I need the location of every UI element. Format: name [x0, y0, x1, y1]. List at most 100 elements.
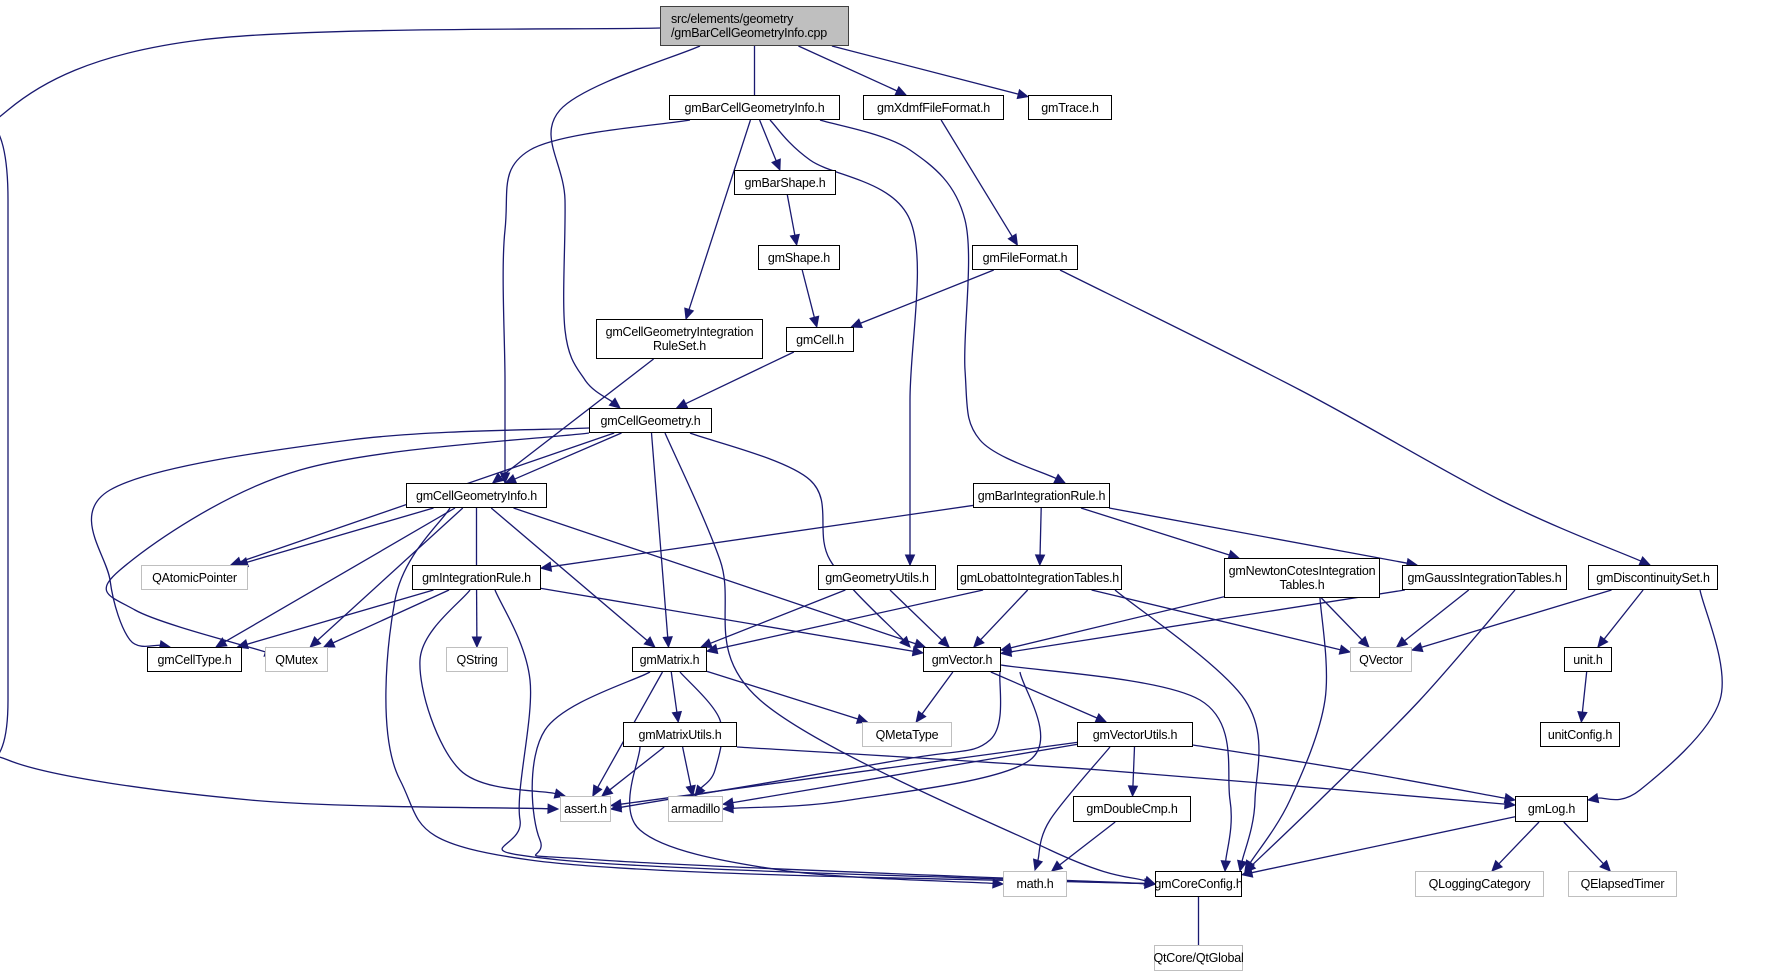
arrowhead-icon — [1491, 859, 1504, 872]
arrowhead-icon — [609, 798, 623, 810]
dependency-edge — [419, 589, 556, 795]
dependency-edge — [1192, 744, 1506, 799]
graph-node-assert-h: assert.h — [560, 796, 611, 822]
arrowhead-icon — [789, 233, 800, 247]
dependency-edge — [490, 507, 648, 642]
graph-node-qmetatype: QMetaType — [862, 722, 952, 747]
graph-node-math-h: math.h — [1003, 871, 1067, 897]
dependency-edge — [609, 746, 665, 791]
arrowhead-icon — [915, 710, 927, 723]
dependency-edge — [1010, 596, 1225, 649]
graph-node-qatomicpointer: QAtomicPointer — [141, 565, 248, 590]
dependency-edge — [716, 589, 984, 650]
arrowhead-icon — [1144, 878, 1157, 889]
dependency-edge — [1251, 589, 1516, 866]
dependency-edge — [685, 351, 795, 405]
dependency-edge — [681, 746, 692, 787]
dependency-edge — [1132, 746, 1136, 787]
graph-node-gmbarintegrationrule-h[interactable]: gmBarIntegrationRule.h — [973, 483, 1110, 508]
arrowhead-icon — [1395, 636, 1409, 648]
graph-node-gmcellgeometryintegrationruleset-h[interactable]: gmCellGeometryIntegration RuleSet.h — [596, 319, 763, 359]
dependency-edge — [1581, 671, 1588, 713]
graph-node-gmnewtoncotesintegrationtables-h[interactable]: gmNewtonCotesIntegration Tables.h — [1224, 558, 1380, 598]
arrowhead-icon — [671, 710, 683, 724]
arrowhead-icon — [992, 878, 1005, 889]
arrowhead-icon — [937, 635, 950, 648]
graph-node-gmvector-h[interactable]: gmVector.h — [923, 647, 1001, 672]
graph-node-qvector: QVector — [1350, 647, 1412, 672]
dependency-edge — [500, 358, 654, 478]
graph-node-gmbarshape-h[interactable]: gmBarShape.h — [734, 170, 836, 195]
arrowhead-icon — [662, 636, 673, 649]
dependency-edge — [801, 269, 815, 318]
dependency-edge — [1059, 821, 1116, 866]
arrowhead-icon — [592, 784, 603, 798]
graph-node-gmcoreconfig-h[interactable]: gmCoreConfig.h — [1154, 871, 1243, 897]
graph-node-gmmatrix-h[interactable]: gmMatrix.h — [632, 647, 707, 672]
arrowhead-icon — [1577, 710, 1588, 724]
arrowhead-icon — [894, 85, 908, 96]
dependency-edge — [1320, 597, 1363, 641]
graph-node-gmfileformat-h[interactable]: gmFileFormat.h — [972, 245, 1078, 270]
graph-node-gmshape-h[interactable]: gmShape.h — [758, 245, 840, 270]
dependency-edge — [513, 507, 916, 645]
arrowhead-icon — [236, 639, 250, 650]
dependency-edge — [710, 589, 846, 644]
graph-node-qtcore-qtglobal: QtCore/QtGlobal — [1153, 945, 1244, 971]
arrowhead-icon — [705, 643, 719, 655]
arrowhead-icon — [721, 797, 735, 808]
graph-node-gmmatrixutils-h[interactable]: gmMatrixUtils.h — [623, 722, 737, 747]
graph-node-gmvectorutils-h[interactable]: gmVectorUtils.h — [1077, 722, 1193, 747]
graph-node-gmgaussintegrationtables-h[interactable]: gmGaussIntegrationTables.h — [1402, 565, 1567, 590]
arrowhead-icon — [553, 788, 567, 799]
dependency-edge — [921, 671, 954, 715]
dependency-edge — [332, 589, 450, 644]
dependency-edge — [650, 432, 669, 638]
dependency-edge — [0, 27, 661, 810]
graph-node-unitconfig-h[interactable]: unitConfig.h — [1540, 722, 1620, 747]
arrowhead-icon — [685, 784, 696, 798]
dependency-edge — [385, 507, 1146, 885]
dependency-edge — [670, 671, 678, 713]
dependency-edge — [494, 589, 1146, 885]
arrowhead-icon — [1053, 473, 1067, 484]
dependency-edge — [224, 507, 456, 643]
dependency-edge — [706, 670, 859, 720]
graph-node-gmxdmffileformat-h[interactable]: gmXdmfFileFormat.h — [863, 95, 1004, 120]
graph-node-gmcell-h[interactable]: gmCell.h — [786, 327, 854, 352]
graph-node-gmintegrationrule-h[interactable]: gmIntegrationRule.h — [412, 565, 541, 590]
dependency-edge — [1000, 664, 1232, 862]
arrowhead-icon — [850, 318, 863, 328]
graph-node-gmcellgeometryinfo-h[interactable]: gmCellGeometryInfo.h — [406, 483, 547, 508]
dependency-edge — [540, 587, 914, 652]
dependency-edge — [758, 119, 777, 161]
graph-node-gmtrace-h[interactable]: gmTrace.h — [1028, 95, 1112, 120]
arrowhead-icon — [1034, 554, 1046, 567]
dependency-edge — [889, 589, 943, 641]
dependency-edge — [1597, 589, 1723, 801]
graph-node-root[interactable]: src/elements/geometry /gmBarCellGeometry… — [660, 6, 849, 46]
graph-node-qstring: QString — [446, 647, 508, 672]
arrowhead-icon — [913, 638, 927, 649]
dependency-edge — [1249, 597, 1328, 863]
dependency-edge — [1421, 589, 1612, 648]
graph-node-gmlobattointegrationtables-h[interactable]: gmLobattoIntegrationTables.h — [957, 565, 1122, 590]
graph-node-gmbarcellgeometryinfo-h[interactable]: gmBarCellGeometryInfo.h — [669, 95, 840, 120]
dependency-edge — [732, 743, 1078, 804]
graph-node-gmdoublecmp-h[interactable]: gmDoubleCmp.h — [1073, 796, 1191, 822]
arrowhead-icon — [1094, 712, 1108, 723]
graph-node-gmlog-h[interactable]: gmLog.h — [1515, 796, 1588, 822]
graph-node-gmcellgeometry-h[interactable]: gmCellGeometry.h — [589, 408, 712, 433]
arrowhead-icon — [1338, 644, 1352, 655]
dependency-edge — [1059, 269, 1642, 562]
dependency-edge — [860, 269, 994, 324]
graph-node-gmgeometryutils-h[interactable]: gmGeometryUtils.h — [818, 565, 936, 590]
arrowhead-icon — [1638, 555, 1652, 566]
graph-node-gmcelltype-h[interactable]: gmCellType.h — [147, 647, 242, 672]
arrowhead-icon — [684, 307, 695, 321]
graph-node-unit-h[interactable]: unit.h — [1564, 647, 1612, 672]
graph-node-gmdiscontinuityset-h[interactable]: gmDiscontinuitySet.h — [1588, 565, 1718, 590]
dependency-edge — [1114, 589, 1260, 862]
dependency-edge — [819, 119, 1057, 480]
